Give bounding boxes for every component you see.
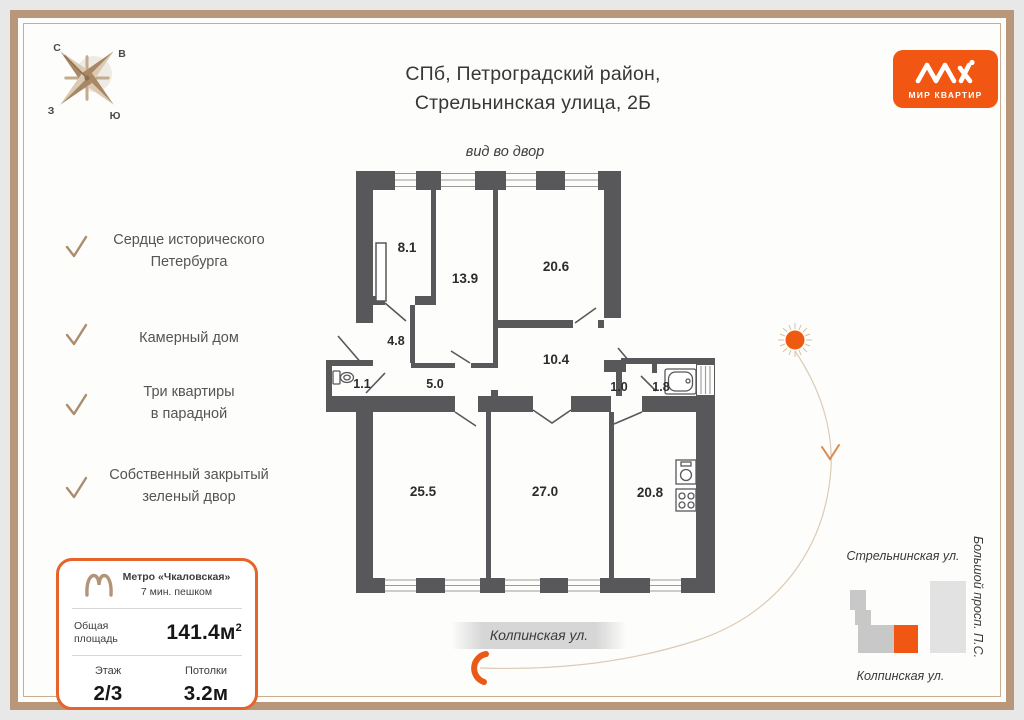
compass-label-north: С: [53, 42, 61, 54]
check-icon: [65, 476, 88, 499]
area-value: 141.4м2: [166, 621, 242, 644]
sun-path: [479, 350, 832, 670]
feature-text: Камерный дом: [139, 330, 239, 346]
room-label-1-1: 1.1: [353, 377, 370, 391]
moon-icon: [471, 651, 489, 685]
sun-path-overlay: [471, 323, 840, 685]
mk-monogram-icon: [915, 59, 975, 84]
room-labels: 8.1 13.9 20.6 4.8 10.4 1.1 5.0 1.0 1.8 2…: [353, 240, 669, 500]
compass-label-west: З: [48, 105, 55, 117]
metro-text: Метро «Чкаловская» 7 мин. пешком: [123, 570, 231, 600]
room-label-10-4: 10.4: [543, 352, 570, 367]
toilet-icon: [332, 370, 355, 385]
metro-name: Метро «Чкаловская»: [122, 571, 231, 583]
feature-item: Камерный дом: [54, 318, 299, 350]
title-line-2: Стрельнинская улица, 2Б: [414, 92, 652, 114]
floors-row: Этаж 2/3 Потолки 3.2м: [59, 657, 255, 709]
ceiling-value: 3.2м: [183, 682, 229, 705]
building-highlight: [894, 625, 918, 653]
metro-icon: [84, 573, 113, 597]
location-minimap: [850, 581, 966, 653]
minimap-street-bottom: Колпинская ул.: [856, 669, 945, 683]
room-label-1-0: 1.0: [610, 380, 627, 394]
floorplan: 8.1 13.9 20.6 4.8 10.4 1.1 5.0 1.0 1.8 2…: [326, 171, 715, 593]
room-label-1-8: 1.8: [652, 380, 669, 394]
arrow-down-icon: [821, 444, 840, 461]
walls-layer: [326, 171, 715, 593]
minimap-street-top: Стрельнинская ул.: [846, 549, 960, 563]
check-icon: [65, 235, 88, 258]
check-icon: [65, 393, 88, 416]
room-label-5-0: 5.0: [426, 377, 443, 391]
room-label-20-6: 20.6: [543, 259, 570, 274]
title-line-1: СПб, Петроградский район,: [405, 63, 661, 85]
plan-street-label: Колпинская ул.: [451, 622, 627, 649]
flyer-board: С В З Ю СПб, Петроградский район, Стрель…: [10, 10, 1014, 710]
niche-outline: [375, 242, 387, 302]
bathtub-icon: [664, 368, 697, 395]
room-label-25-5: 25.5: [410, 484, 437, 499]
stove-icon: [675, 488, 697, 512]
compass-rose-icon: С В З Ю: [48, 42, 126, 122]
metro-walk: 7 мин. пешком: [140, 586, 213, 598]
sun-icon: [778, 323, 812, 357]
ceiling-label: Потолки: [185, 665, 227, 677]
room-label-13-9: 13.9: [452, 271, 478, 286]
room-label-8-1: 8.1: [398, 240, 417, 255]
sink-icon: [675, 459, 697, 485]
floor-label: Этаж: [94, 665, 122, 677]
floor-value: 2/3: [93, 682, 123, 705]
windows-layer: [385, 172, 714, 592]
minimap-street-right: Большой просп. П.С.: [971, 536, 985, 659]
metro-row: Метро «Чкаловская» 7 мин. пешком: [59, 570, 255, 600]
neighbor-block: [930, 581, 966, 653]
check-icon: [65, 323, 88, 346]
courtyard-view-label: вид во двор: [465, 144, 545, 160]
doors-layer: [337, 302, 657, 427]
compass-label-east: В: [118, 48, 126, 60]
compass-label-south: Ю: [110, 110, 121, 122]
divider: [72, 608, 242, 609]
floor-col: Этаж 2/3: [59, 657, 157, 709]
page-title: СПб, Петроградский район, Стрельнинская …: [338, 60, 728, 118]
ceiling-col: Потолки 3.2м: [157, 657, 255, 709]
brand-name: МИР КВАРТИР: [908, 90, 983, 100]
room-label-27-0: 27.0: [532, 484, 558, 499]
brand-logo: МИР КВАРТИР: [893, 50, 998, 108]
divider: [72, 655, 242, 656]
room-label-20-8: 20.8: [637, 485, 664, 500]
room-label-4-8: 4.8: [387, 334, 404, 348]
